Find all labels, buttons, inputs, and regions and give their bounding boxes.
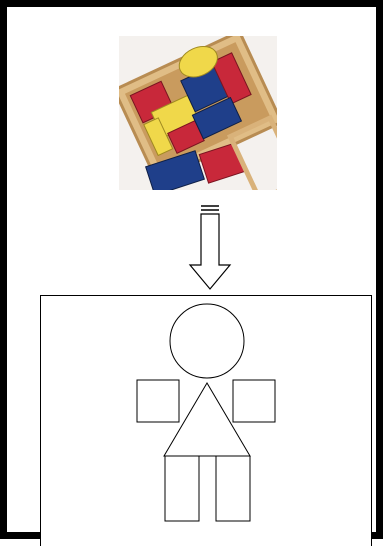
right-arm-square: [233, 380, 275, 422]
head-circle: [170, 304, 244, 378]
shape-figure: [40, 295, 372, 546]
building-blocks-photo: [119, 36, 277, 190]
left-leg-rectangle: [165, 456, 199, 521]
building-blocks-illustration: [119, 36, 277, 190]
right-leg-rectangle: [216, 456, 250, 521]
arrow-shape: [190, 214, 230, 289]
left-arm-square: [137, 380, 179, 422]
down-arrow-graphic: [187, 203, 233, 293]
down-arrow-icon: [187, 203, 233, 293]
shape-figure-panel: [40, 295, 372, 546]
